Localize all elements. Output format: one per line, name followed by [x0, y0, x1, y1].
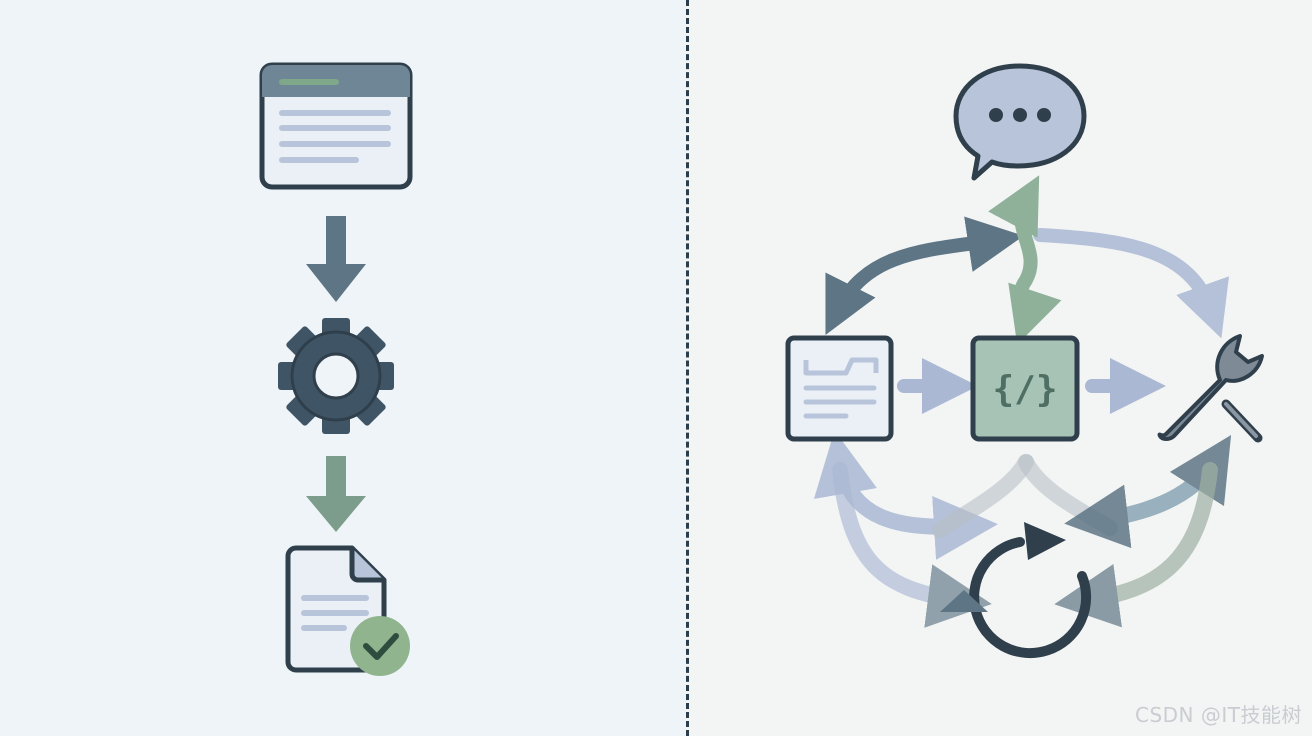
code-icon-label: {/}: [992, 369, 1057, 410]
window-document-icon: [259, 62, 413, 190]
dashed-divider: [686, 0, 689, 736]
down-arrow-icon: [306, 216, 366, 302]
left-flow: [259, 62, 413, 676]
right-flow: {/}: [785, 63, 1264, 659]
down-arrow-icon: [306, 456, 366, 532]
speech-bubble-icon: [953, 63, 1087, 181]
gear-icon: [278, 318, 394, 434]
document-icon: [785, 335, 894, 442]
connector-arrows: [813, 175, 1232, 628]
document-check-icon: [285, 545, 410, 676]
refresh-cycle-icon: [940, 522, 1092, 659]
wrench-icon: [1157, 334, 1264, 443]
code-icon: {/}: [970, 335, 1080, 442]
watermark-text: CSDN @IT技能树: [1135, 703, 1302, 727]
